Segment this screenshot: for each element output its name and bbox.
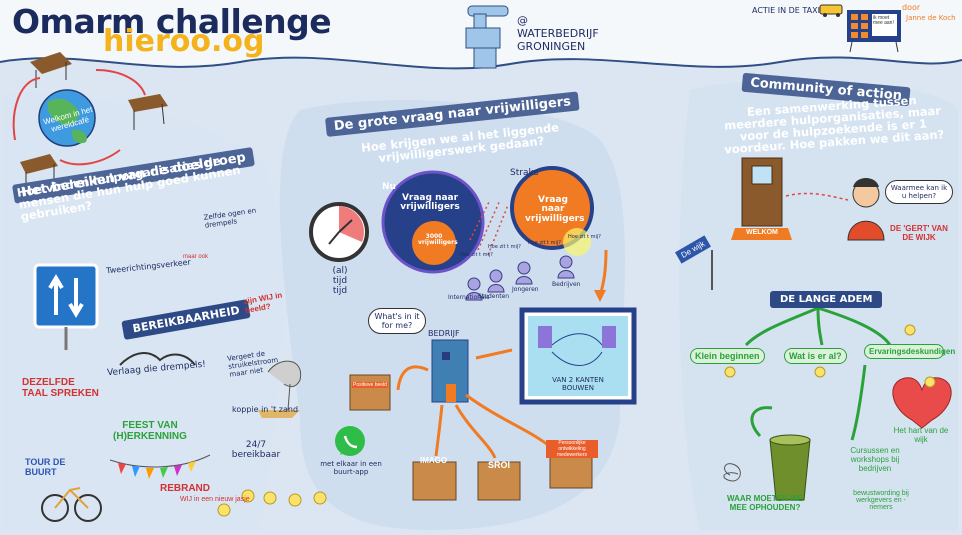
board-text: ik moet mee aan! — [873, 15, 894, 26]
label-waar-moeten: WAAR MOETEN WE MEE OPHOUDEN? — [727, 494, 803, 512]
faucet-icon — [465, 5, 509, 69]
person-speech-2: Hoe zit t mij? — [488, 244, 521, 250]
bubble-whats-in: What's in it for me? — [368, 308, 426, 334]
label-bewustwording: bewustwording bij werkgevers en -nemers — [853, 490, 909, 511]
label-straks: Straks — [510, 168, 539, 178]
label-cursussen: Cursussen en workshops bij bedrijven — [850, 446, 900, 473]
person-speech-1: Hoe zit t mij? — [460, 252, 493, 258]
two-way-sign-icon — [33, 263, 99, 329]
person-label-3: Jongeren — [512, 286, 539, 293]
taxi-icon — [819, 4, 843, 17]
note-maar-ook: maar ook — [183, 254, 209, 260]
bubble-now-inner: 3000 vrijwilligers — [418, 233, 458, 247]
speech-waarmee: Waarmee kan ik u helpen? — [885, 180, 953, 204]
waste-bin-icon — [769, 439, 811, 501]
label-tijd: (al) tijd tijd — [332, 266, 348, 296]
note-feest: FEEST VAN (H)ERKENNING — [113, 420, 187, 442]
note-dezelfde-taal: DEZELFDE TAAL SPREKEN — [22, 377, 99, 399]
note-bereikbaar: 24/7 bereikbaar — [231, 440, 281, 460]
branch-klein: Klein beginnen — [690, 348, 765, 364]
page-title: Omarm challenge — [12, 2, 332, 41]
person-label-1: Internationals — [448, 294, 490, 301]
label-lange-adem: DE LANGE ADEM — [770, 291, 883, 308]
demand-later-bubble — [510, 166, 594, 250]
branch-wat-is: Wat is er al? — [784, 348, 847, 364]
note-tour: TOUR DE BUURT — [25, 457, 66, 477]
branch-ervaring: Ervaringsdeskundigen — [864, 344, 955, 359]
box-label-ontwikkeling: Persoonlijke ontwikkeling medewerkers — [546, 440, 598, 458]
label-welkom: WELKOM — [746, 229, 778, 236]
note-rebrand: REBRAND — [160, 483, 210, 494]
bike-icon — [41, 494, 69, 522]
person-label-2: Studenten — [478, 293, 510, 300]
person-label-4: Bedrijven — [552, 281, 581, 288]
bubble-now-text: Vraag naar vrijwilligers — [400, 193, 460, 213]
brand-logo: hieroo.og — [103, 24, 265, 59]
label-van-kanten: VAN 2 KANTEN BOUWEN — [552, 376, 604, 392]
person-speech-3: Hoe zit t mij? — [528, 240, 561, 246]
organizer-label: @ WATERBEDRIJF GRONINGEN — [517, 14, 599, 54]
whatsapp-icon — [335, 426, 365, 456]
label-whatsapp: met elkaar in een buurt-app — [320, 460, 382, 476]
note-koppie: koppie in 't zand — [232, 405, 299, 414]
heart-icon — [892, 377, 952, 429]
label-bedrijf: BEDRIJF — [428, 329, 460, 338]
door-label: door — [902, 3, 921, 12]
box-label-positief: Positieve beeld — [352, 382, 388, 388]
box-label-imago: IMAGO — [420, 456, 448, 465]
note-wij-nieuw: WIJ in een nieuw jasje — [180, 496, 250, 503]
label-hart: Het hart van de wijk — [893, 426, 949, 444]
box-label-sroi: SROI — [488, 460, 511, 470]
author-name: Janne de Koch — [906, 14, 956, 22]
bubble-later-text: Vraag naar vrijwilligers — [525, 195, 585, 224]
actie-label: ACTIE IN DE TAXI — [752, 6, 820, 15]
label-gert: DE 'GERT' VAN DE WIJK — [890, 224, 948, 242]
person-speech-4: Hoe zit t mij? — [568, 234, 601, 240]
label-nu: Nu — [382, 182, 396, 192]
